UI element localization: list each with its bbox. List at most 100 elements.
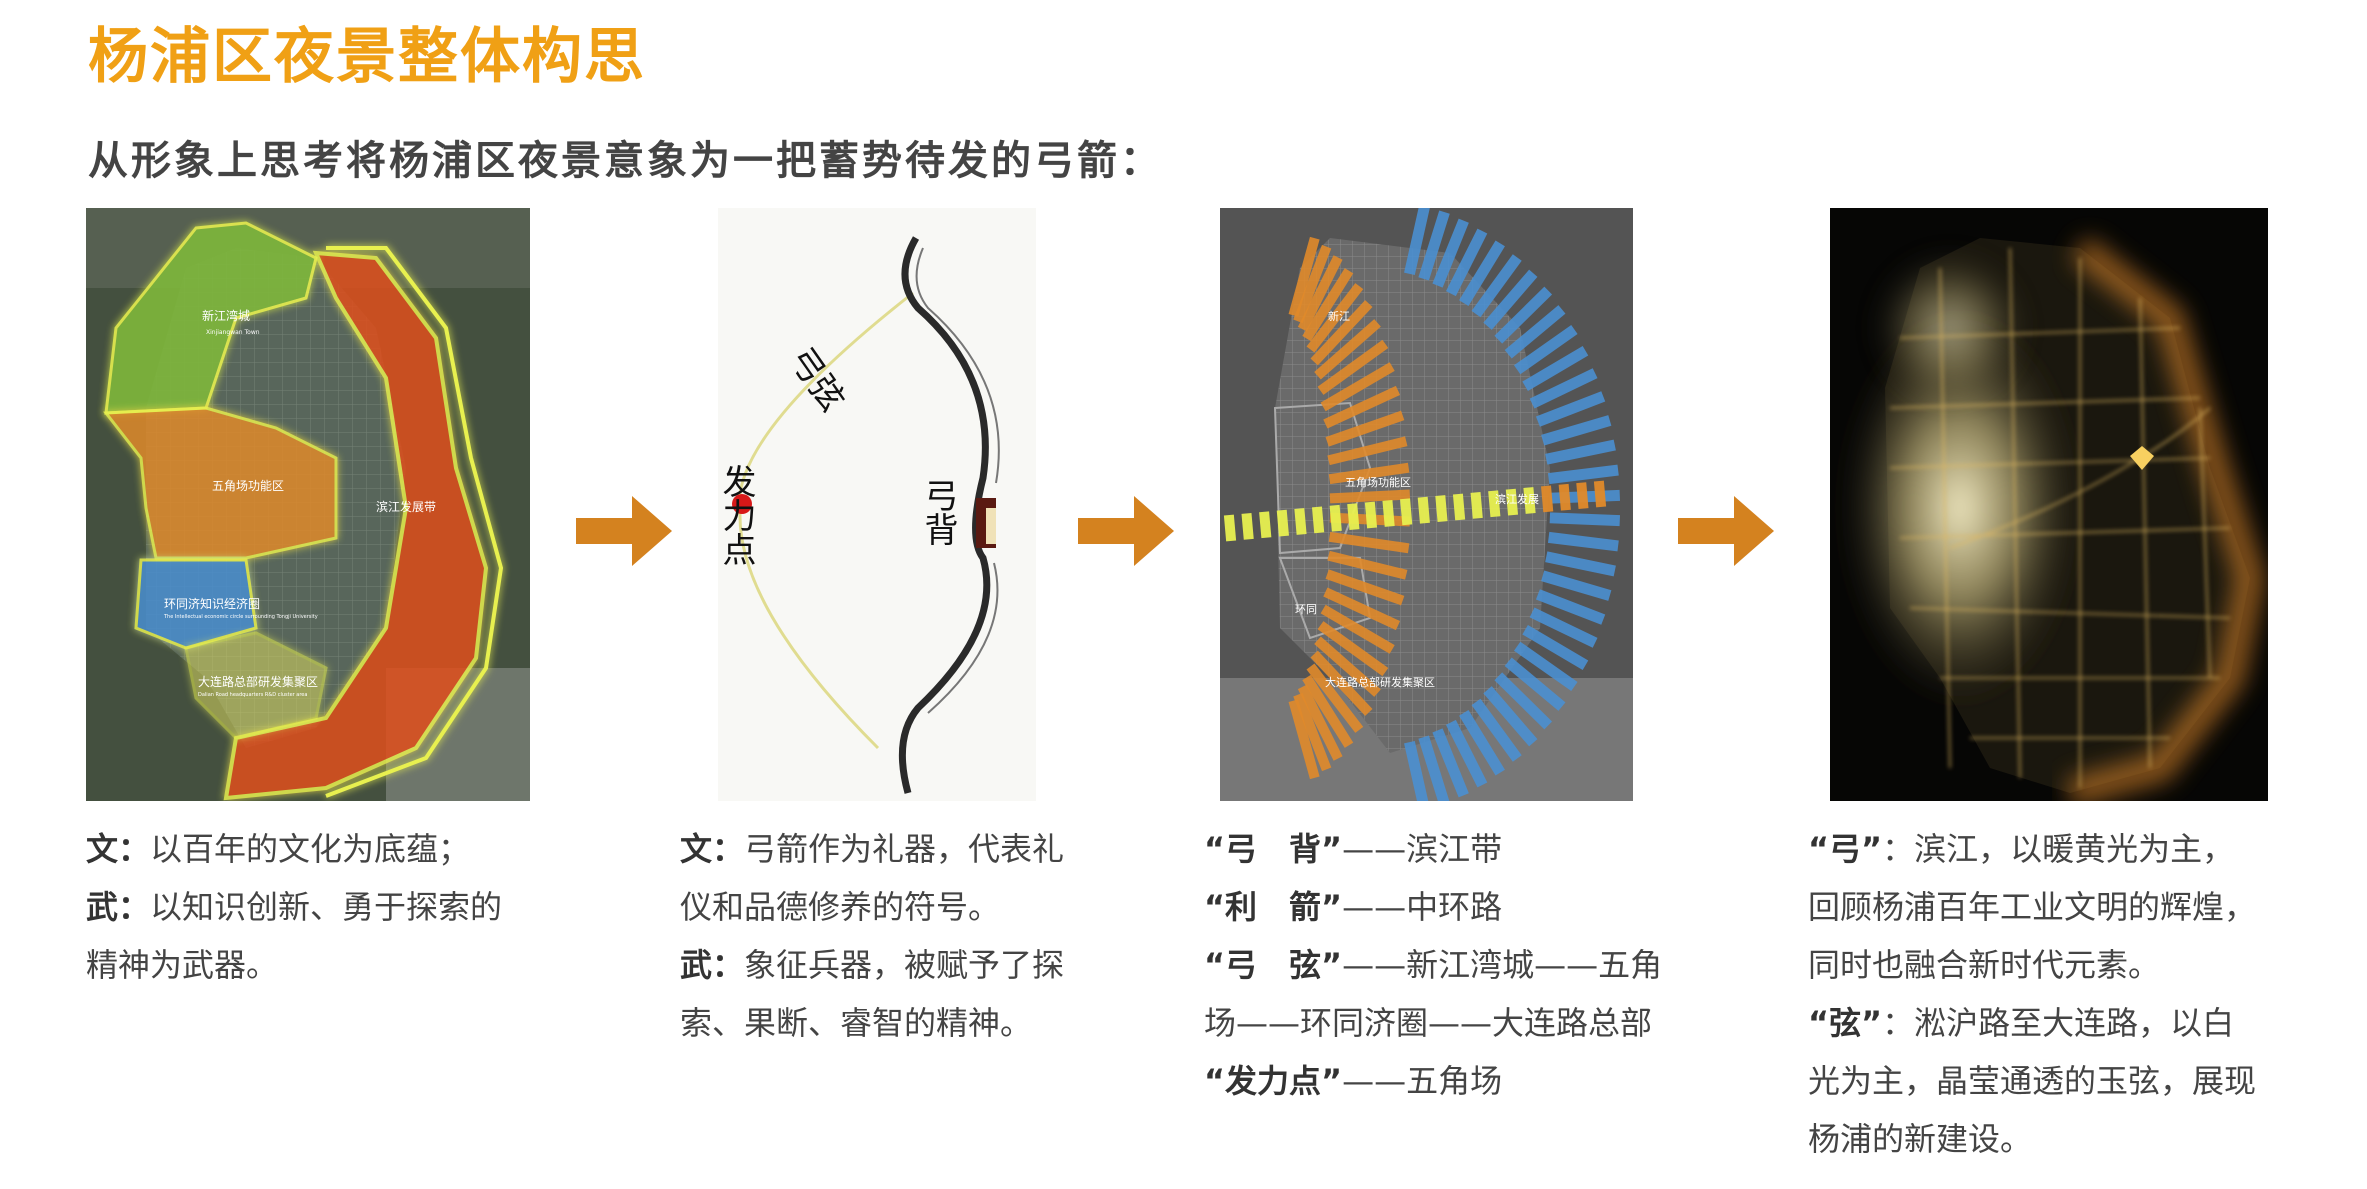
stripe <box>1470 491 1483 519</box>
stripe <box>1328 462 1410 485</box>
stripe <box>1306 283 1364 353</box>
caption-3-text: ——中环路 <box>1342 888 1503 926</box>
stripe <box>1329 504 1342 532</box>
stripe <box>1418 210 1450 281</box>
caption-3: “弓 背”——滨江带 “利 箭”——中环路 “弓 弦”——新江湾城——五角 场—… <box>1204 820 1764 1110</box>
bow-overlay-map-image: 新江 五角场功能区 滨江发展 环同 大连路总部研发集聚区 <box>1220 208 1633 801</box>
bow-body <box>898 236 991 794</box>
caption-3-label: “弓 背” <box>1204 830 1343 868</box>
stripe <box>1293 244 1332 324</box>
wujiaochang-zone <box>103 406 338 560</box>
stripe <box>1545 439 1616 465</box>
caption-4-text: 回顾杨浦百年工业文明的辉煌， <box>1808 888 2257 926</box>
stripe <box>1535 391 1606 427</box>
stripe <box>1529 368 1598 409</box>
stripe <box>1529 607 1598 648</box>
stripe <box>1297 684 1343 761</box>
night-lighting-map-image <box>1830 208 2268 801</box>
stripe <box>1513 641 1578 692</box>
stripe <box>1306 663 1364 733</box>
stripe <box>1523 487 1536 514</box>
caption-1-text: 以百年的文化为底蕴； <box>150 830 471 868</box>
xinjiang-zone <box>104 221 318 415</box>
stripe <box>1310 300 1373 366</box>
caption-4: “弓”：滨江，以暖黄光为主， 回顾杨浦百年工业文明的辉煌， 同时也融合新时代元素… <box>1808 820 2348 1168</box>
label-p3-huantongji: 环同 <box>1295 603 1317 616</box>
arrow-stripes <box>1223 480 1607 542</box>
stripe <box>1446 719 1488 788</box>
label-p3-xinjiang: 新江 <box>1328 309 1350 323</box>
caption-2-text: 象征兵器，被赋予了探 <box>744 946 1065 984</box>
stripe <box>1223 514 1237 542</box>
caption-3-text: 场——环同济圈——大连路总部 <box>1204 1004 1653 1042</box>
stripe <box>1311 506 1325 534</box>
stripe <box>1404 208 1431 276</box>
stripe <box>1505 488 1519 516</box>
caption-2-text: 弓箭作为礼器，代表礼 <box>744 830 1065 868</box>
stripe <box>1593 480 1607 508</box>
arrow-right-icon <box>576 496 672 570</box>
stripe <box>1329 489 1411 504</box>
warm-riverside-glow <box>2066 236 2265 801</box>
label-binjiang: 滨江发展带 <box>376 499 436 514</box>
caption-1-label: 文： <box>86 830 151 868</box>
stripe <box>1328 531 1410 554</box>
stripe <box>1297 255 1343 332</box>
caption-4-text: ：淞沪路至大连路，以白 <box>1882 1004 2235 1042</box>
label-force-point: 发力点 <box>718 464 756 566</box>
caption-4-label: “弓” <box>1808 830 1883 868</box>
stripe <box>1459 709 1505 776</box>
stripe <box>1558 483 1571 511</box>
road-network <box>1889 247 2231 788</box>
stripe <box>1320 362 1395 412</box>
stripe <box>1259 511 1272 539</box>
caption-4-label: “弦” <box>1808 1004 1883 1042</box>
binjiang-zone <box>223 250 489 801</box>
caption-3-text: ——新江湾城——五角 <box>1342 946 1663 984</box>
stripe <box>1432 728 1469 798</box>
caption-1: 文：以百年的文化为底蕴； 武：以知识创新、勇于探索的 精神为武器。 <box>86 820 606 994</box>
label-xinjiang-en: Xinjiangwan Town <box>206 329 260 336</box>
stripe <box>1314 636 1381 697</box>
night-map-svg <box>1830 208 2268 801</box>
stripe <box>1504 305 1566 359</box>
force-point-marker <box>732 494 752 514</box>
stripe <box>1541 485 1554 513</box>
caption-4-text: 杨浦的新建设。 <box>1808 1120 2033 1158</box>
stripe <box>1513 324 1578 375</box>
stripe <box>1541 570 1612 601</box>
label-p3-dalian: 大连路总部研发集聚区 <box>1325 675 1435 689</box>
stripe <box>1325 410 1405 447</box>
label-huantongji-en: The Intellectual economic circle surroun… <box>163 614 318 620</box>
stripe <box>1545 551 1616 577</box>
page-subtitle: 从形象上思考将杨浦区夜景意象为一把蓄势待发的弓箭： <box>88 138 1163 184</box>
stripe <box>1494 286 1553 344</box>
caption-3-text: ——五角场 <box>1342 1062 1503 1100</box>
stripe <box>1310 650 1373 716</box>
stripe <box>1435 495 1448 522</box>
label-p3-binjiang: 滨江发展 <box>1495 492 1539 506</box>
stripe <box>1364 501 1378 529</box>
stripe <box>1323 587 1401 631</box>
zoning-map-svg: 新江湾城 Xinjiangwan Town 五角场功能区 滨江发展带 环同济知识… <box>86 208 530 801</box>
stripe <box>1400 498 1413 526</box>
page-title: 杨浦区夜景整体构思 <box>88 22 646 92</box>
stripe <box>1522 624 1589 670</box>
caption-1-text: 以知识创新、勇于探索的 <box>150 888 503 926</box>
label-bow-back: 弓背 <box>918 478 958 546</box>
caption-4-text: ：滨江，以暖黄光为主， <box>1882 830 2235 868</box>
stripe <box>1541 415 1612 446</box>
label-dalian: 大连路总部研发集聚区 <box>198 674 318 689</box>
bow-drawing-image: 弓弦 发力点 弓背 <box>718 208 1036 801</box>
caption-2-text: 仪和品德修养的符号。 <box>680 888 1001 926</box>
stripe <box>1241 512 1254 540</box>
dalian-zone <box>184 631 328 740</box>
stripe <box>1417 496 1430 524</box>
bow-overlay-svg: 新江 五角场功能区 滨江发展 环同 大连路总部研发集聚区 <box>1220 208 1633 801</box>
blue-bow-back-stripes <box>1404 208 1621 801</box>
caption-3-text: ——滨江带 <box>1342 830 1503 868</box>
bow-svg: 弓弦 发力点 弓背 <box>718 208 1036 801</box>
caption-2-label: 武： <box>680 946 745 984</box>
stripe <box>1547 531 1619 552</box>
caption-3-label: “利 箭” <box>1204 888 1343 926</box>
